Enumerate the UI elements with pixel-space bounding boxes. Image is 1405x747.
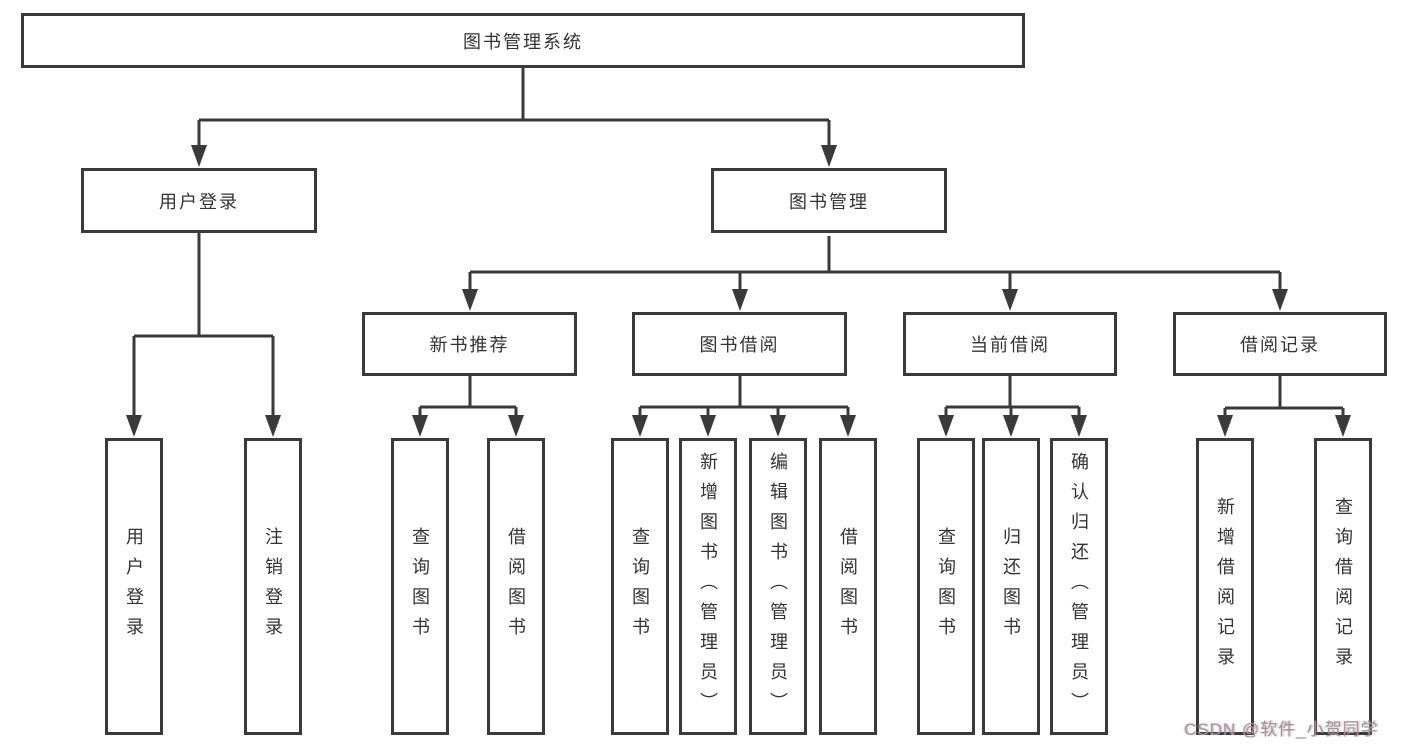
node-book-borrow: 图书借阅 [632,312,847,376]
node-new-book-recommend-label: 新书推荐 [429,335,510,355]
leaf-query-books-current-label: 查询图书 [936,526,956,647]
leaf-return-book: 归还图书 [982,438,1040,735]
watermark-text: CSDN @软件_小贺同学 [1184,720,1379,739]
leaf-query-borrow-record: 查询借阅记录 [1314,438,1372,735]
leaf-logout-label: 注销登录 [263,526,283,647]
leaf-confirm-return-admin: 确认归还（管理员） [1050,438,1108,735]
leaf-query-books-recommend-label: 查询图书 [410,526,430,647]
leaf-borrow-books-recommend-label: 借阅图书 [506,526,526,647]
leaf-user-login: 用户登录 [105,438,163,735]
leaf-return-book-label: 归还图书 [1001,526,1021,647]
leaf-add-book-admin-label: 新增图书（管理员） [698,451,718,722]
node-root: 图书管理系统 [21,13,1025,68]
leaf-query-books-recommend: 查询图书 [391,438,449,735]
node-root-label: 图书管理系统 [463,31,583,52]
node-borrow-records-label: 借阅记录 [1240,335,1320,355]
node-book-management-label: 图书管理 [789,191,869,212]
leaf-query-borrow-record-label: 查询借阅记录 [1333,496,1353,677]
node-current-borrow-label: 当前借阅 [970,335,1050,355]
node-book-management: 图书管理 [711,168,947,233]
leaf-user-login-label: 用户登录 [124,526,144,647]
leaf-query-books-borrow-label: 查询图书 [630,526,650,647]
leaf-borrow-books-recommend: 借阅图书 [487,438,545,735]
node-book-borrow-label: 图书借阅 [699,335,780,355]
leaf-add-book-admin: 新增图书（管理员） [679,438,737,735]
node-new-book-recommend: 新书推荐 [362,312,577,376]
leaf-edit-book-admin: 编辑图书（管理员） [749,438,807,735]
node-user-login-label: 用户登录 [159,191,239,212]
leaf-borrow-books: 借阅图书 [819,438,877,735]
leaf-query-books-borrow: 查询图书 [611,438,669,735]
leaf-add-borrow-record: 新增借阅记录 [1196,438,1254,735]
leaf-borrow-books-label: 借阅图书 [838,526,858,647]
leaf-add-borrow-record-label: 新增借阅记录 [1215,496,1235,677]
node-user-login: 用户登录 [81,168,317,233]
leaf-logout: 注销登录 [244,438,302,735]
leaf-confirm-return-admin-label: 确认归还（管理员） [1069,451,1089,722]
leaf-edit-book-admin-label: 编辑图书（管理员） [768,451,788,722]
leaf-query-books-current: 查询图书 [917,438,975,735]
node-borrow-records: 借阅记录 [1173,312,1387,376]
node-current-borrow: 当前借阅 [903,312,1117,376]
